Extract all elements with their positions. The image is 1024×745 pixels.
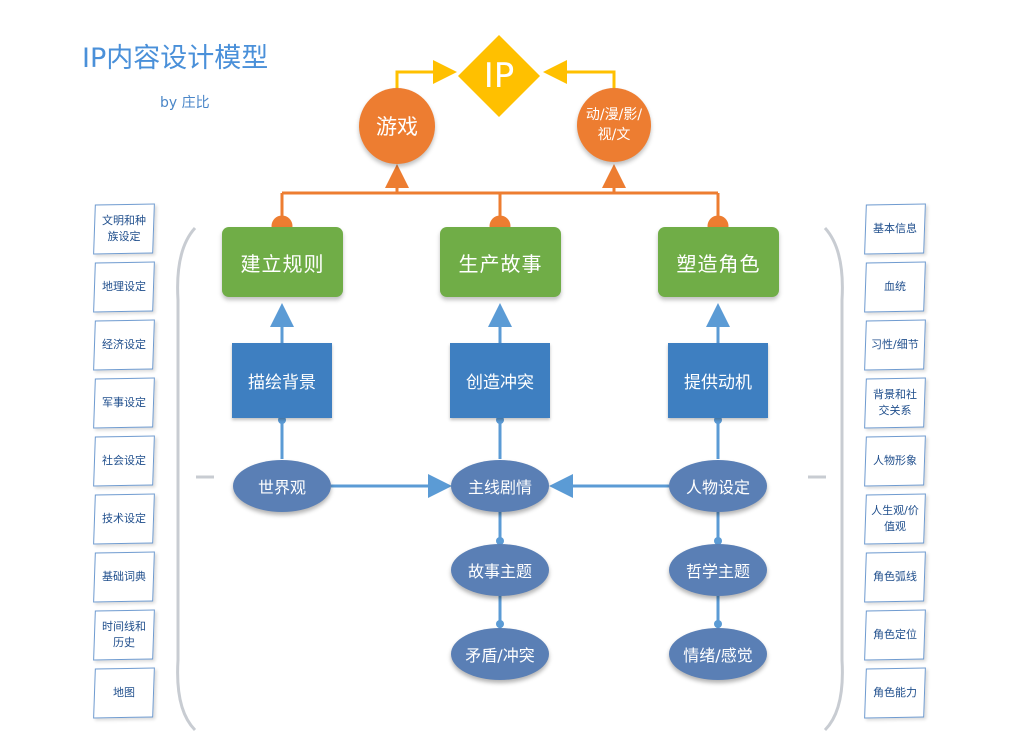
main-plot-ellipse: 主线剧情 bbox=[451, 460, 549, 512]
media-to-ip-arrow bbox=[543, 60, 616, 92]
card-label: 基本信息 bbox=[872, 222, 918, 235]
left-card: 地理设定 bbox=[93, 261, 155, 313]
story-theme-ellipse: 故事主题 bbox=[451, 544, 549, 596]
right-brace bbox=[823, 226, 844, 732]
author-credit: by 庄比 bbox=[160, 95, 210, 111]
right-card: 习性/细节 bbox=[864, 319, 926, 371]
card-label: 人物形象 bbox=[872, 454, 918, 467]
card-label: 角色弧线 bbox=[872, 570, 918, 583]
left-card: 基础词典 bbox=[93, 551, 155, 603]
card-label: 习性/细节 bbox=[871, 338, 919, 351]
ip-label: IP bbox=[483, 56, 515, 96]
left-card: 军事设定 bbox=[93, 377, 155, 429]
left-card: 时间线和历史 bbox=[93, 609, 155, 661]
card-label: 技术设定 bbox=[101, 512, 147, 525]
right-card: 人物形象 bbox=[864, 435, 926, 487]
card-label: 背景和社交关系 bbox=[872, 388, 918, 417]
right-card: 角色定位 bbox=[864, 609, 926, 661]
rule-box: 建立规则 bbox=[222, 227, 343, 297]
media-circle: 动/漫/影/视/文 bbox=[577, 88, 651, 162]
card-label: 角色定位 bbox=[872, 628, 918, 641]
conflict-box: 创造冲突 bbox=[450, 343, 550, 418]
story-box: 生产故事 bbox=[440, 227, 561, 297]
card-label: 社会设定 bbox=[101, 454, 147, 467]
right-card: 基本信息 bbox=[864, 203, 926, 255]
card-label: 地图 bbox=[112, 686, 136, 699]
card-label: 地理设定 bbox=[101, 280, 147, 293]
left-card: 文明和种族设定 bbox=[93, 203, 155, 255]
card-label: 军事设定 bbox=[101, 396, 147, 409]
left-card: 技术设定 bbox=[93, 493, 155, 545]
emotion-ellipse: 情绪/感觉 bbox=[669, 628, 767, 680]
contradiction-ellipse: 矛盾/冲突 bbox=[451, 628, 549, 680]
right-card: 背景和社交关系 bbox=[864, 377, 926, 429]
card-label: 基础词典 bbox=[101, 570, 147, 583]
philosophy-theme-ellipse: 哲学主题 bbox=[669, 544, 767, 596]
game-circle: 游戏 bbox=[359, 88, 435, 164]
right-card: 角色弧线 bbox=[864, 551, 926, 603]
background-box: 描绘背景 bbox=[232, 343, 332, 418]
card-label: 文明和种族设定 bbox=[101, 214, 147, 243]
left-card: 社会设定 bbox=[93, 435, 155, 487]
game-to-ip-arrow bbox=[395, 60, 457, 92]
card-label: 血统 bbox=[883, 280, 907, 293]
card-label: 经济设定 bbox=[101, 338, 147, 351]
left-brace bbox=[176, 226, 197, 732]
right-card: 角色能力 bbox=[864, 667, 926, 719]
right-card: 血统 bbox=[864, 261, 926, 313]
ip-diamond: IP bbox=[458, 35, 540, 117]
right-card: 人生观/价值观 bbox=[864, 493, 926, 545]
card-label: 时间线和历史 bbox=[101, 620, 147, 649]
page-title: IP内容设计模型 bbox=[82, 43, 269, 74]
character-setting-ellipse: 人物设定 bbox=[669, 460, 767, 512]
left-card: 地图 bbox=[93, 667, 155, 719]
motivation-box: 提供动机 bbox=[668, 343, 768, 418]
left-card: 经济设定 bbox=[93, 319, 155, 371]
worldview-ellipse: 世界观 bbox=[233, 460, 331, 512]
card-label: 人生观/价值观 bbox=[871, 504, 919, 533]
character-box: 塑造角色 bbox=[658, 227, 779, 297]
card-label: 角色能力 bbox=[872, 686, 918, 699]
